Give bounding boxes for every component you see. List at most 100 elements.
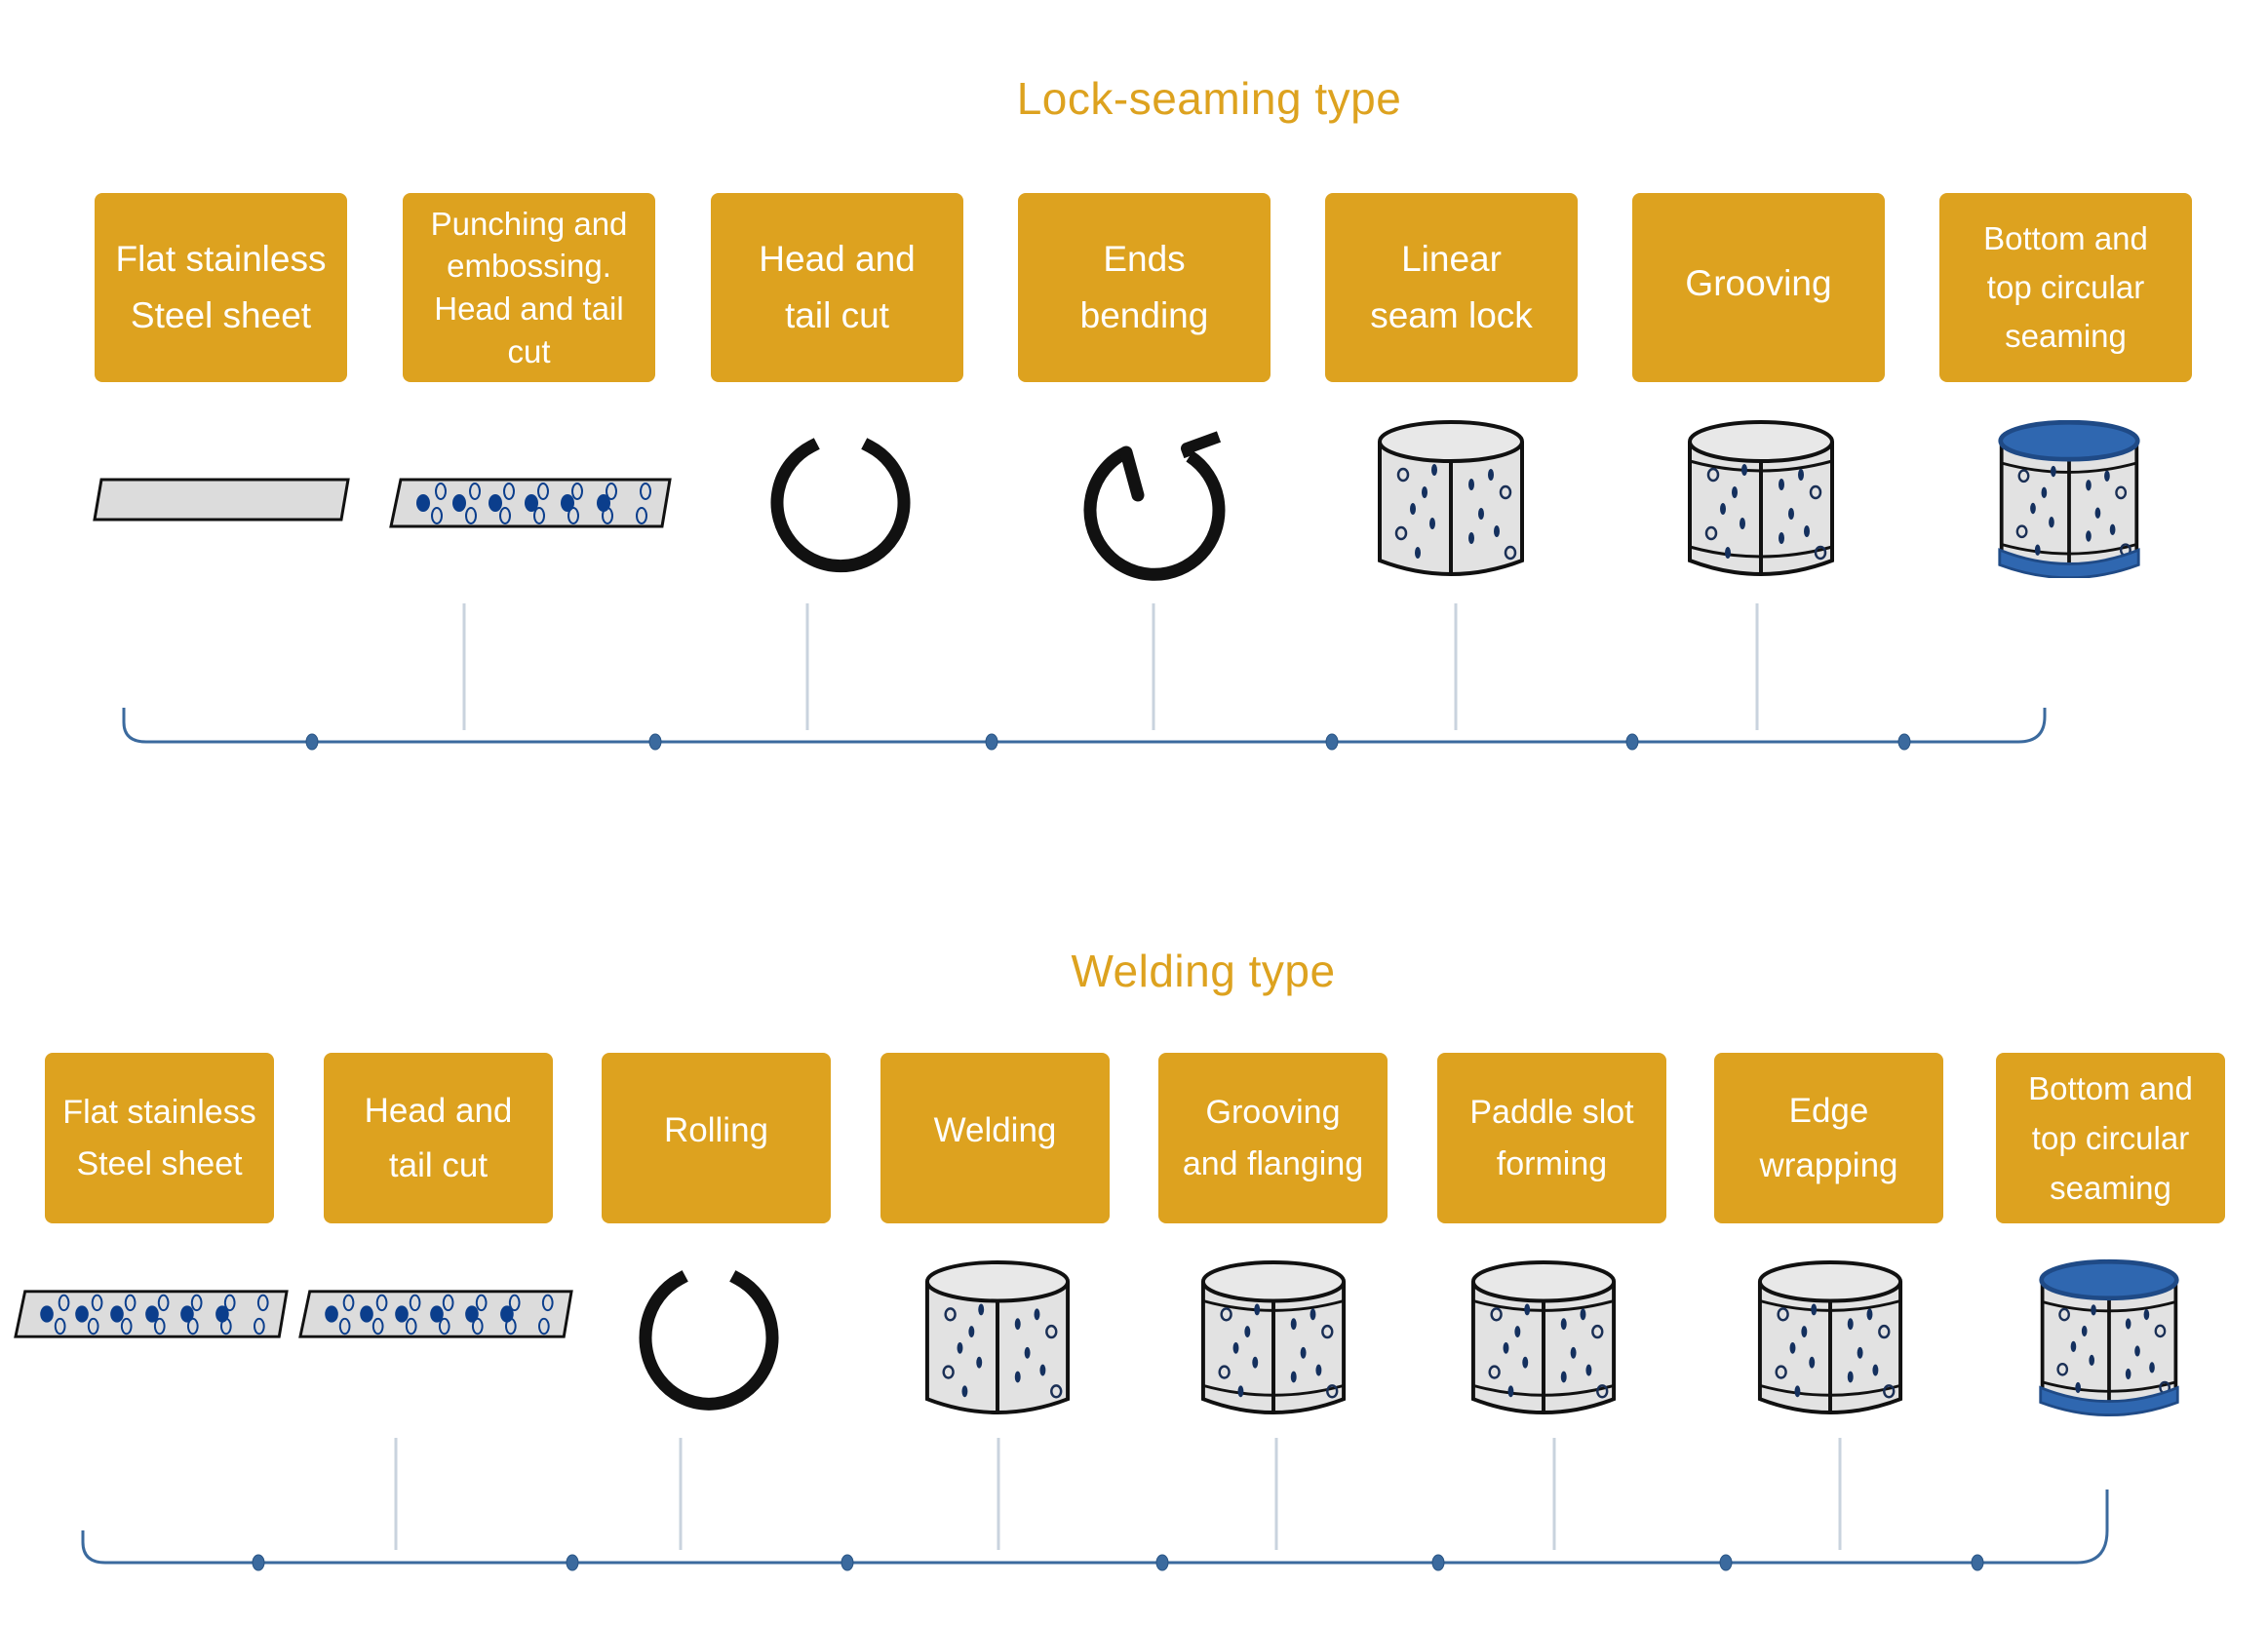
hole bbox=[1798, 469, 1804, 481]
hole bbox=[1490, 1307, 1503, 1322]
timeline-line bbox=[122, 708, 2047, 744]
step-box-ends-bending: Ends bending bbox=[1018, 193, 1271, 382]
hole bbox=[1252, 1356, 1259, 1369]
hole bbox=[1809, 1356, 1816, 1369]
timeline-dot bbox=[985, 733, 998, 751]
hole bbox=[2081, 1325, 2088, 1337]
timeline-dot bbox=[841, 1554, 854, 1571]
timeline-dot bbox=[1155, 1554, 1169, 1571]
hole bbox=[1039, 1364, 1046, 1376]
hole bbox=[1560, 1371, 1567, 1383]
hole bbox=[2134, 1345, 2140, 1357]
hole bbox=[1290, 1371, 1297, 1383]
hole bbox=[375, 1294, 388, 1312]
hole bbox=[1431, 464, 1437, 476]
hole bbox=[1220, 1307, 1232, 1322]
section-title: Welding type bbox=[1071, 946, 1336, 996]
timeline-dot bbox=[1897, 733, 1911, 751]
hole bbox=[957, 1341, 963, 1354]
hole bbox=[1801, 1326, 1808, 1338]
hole bbox=[2143, 1308, 2150, 1321]
step-label: Rolling bbox=[664, 1110, 768, 1149]
timeline-dot bbox=[1325, 733, 1339, 751]
step-label: Welding bbox=[933, 1110, 1057, 1149]
hole bbox=[409, 1294, 421, 1312]
section-title: Lock-seaming type bbox=[1016, 73, 1402, 124]
step-box-flat-sheet: Flat stainless Steel sheet bbox=[95, 193, 347, 382]
hole bbox=[1410, 503, 1416, 515]
step-box-paddle-slot: Paddle slot forming bbox=[1437, 1053, 1666, 1223]
hole bbox=[1478, 508, 1484, 520]
hole bbox=[469, 483, 481, 500]
open-ring-icon bbox=[770, 438, 911, 573]
hole bbox=[2091, 1304, 2096, 1316]
step-box-head-tail-cut: Head and tail cut bbox=[711, 193, 963, 382]
hole bbox=[2086, 530, 2092, 542]
hole bbox=[1585, 1364, 1592, 1376]
hole bbox=[452, 494, 466, 512]
hole bbox=[54, 1317, 66, 1335]
hole bbox=[636, 507, 647, 524]
hole bbox=[1488, 469, 1494, 481]
timeline-dot bbox=[252, 1554, 265, 1571]
step-box-head-tail-cut: Head and tail cut bbox=[324, 1053, 553, 1223]
cylinder-top bbox=[1470, 1260, 1617, 1303]
grooved-cylinder-icon bbox=[1688, 420, 1834, 576]
hole bbox=[1732, 486, 1738, 498]
hole bbox=[1014, 1371, 1021, 1383]
hole bbox=[1847, 1371, 1854, 1383]
hole bbox=[416, 494, 430, 512]
hole bbox=[1720, 503, 1726, 515]
hole bbox=[2094, 507, 2101, 519]
seamed-cylinder-icon bbox=[1378, 420, 1524, 576]
hole bbox=[602, 507, 613, 524]
hole bbox=[1857, 1346, 1863, 1359]
hole bbox=[1014, 1318, 1021, 1331]
hole bbox=[1045, 1324, 1058, 1339]
hole bbox=[1244, 1326, 1251, 1338]
hole bbox=[256, 1294, 269, 1312]
hole bbox=[1488, 1365, 1501, 1379]
hole bbox=[961, 1385, 968, 1398]
hole bbox=[180, 1305, 194, 1323]
hole bbox=[2058, 1307, 2070, 1322]
step-box-circular-seaming: Bottom and top circular seaming bbox=[1939, 193, 2192, 382]
hole bbox=[1326, 1384, 1339, 1399]
hole bbox=[1310, 1308, 1316, 1321]
hole bbox=[525, 494, 538, 512]
hole bbox=[1866, 1308, 1873, 1321]
timeline-dot bbox=[1719, 1554, 1733, 1571]
hole bbox=[1396, 467, 1410, 483]
hole bbox=[254, 1317, 265, 1335]
hole bbox=[2125, 1318, 2131, 1330]
hole bbox=[91, 1294, 103, 1312]
hole bbox=[186, 1317, 199, 1335]
step-label: Grooving bbox=[1685, 262, 1832, 303]
hole bbox=[1034, 1308, 1040, 1321]
hole bbox=[430, 1305, 444, 1323]
timeline-dot bbox=[1431, 1554, 1445, 1571]
seamed-cylinder-icon bbox=[924, 1260, 1071, 1414]
hole bbox=[533, 507, 545, 524]
step-label: Bottom and top circular seaming bbox=[1983, 219, 2148, 355]
step-box-circular-seaming: Bottom and top circular seaming bbox=[1996, 1053, 2225, 1223]
hole bbox=[1499, 484, 1512, 500]
hole bbox=[1468, 532, 1474, 544]
hole bbox=[1740, 518, 1745, 529]
timeline-dot bbox=[566, 1554, 579, 1571]
step-box-punching: Punching and embossing. Head and tail cu… bbox=[403, 193, 655, 382]
hole bbox=[1560, 1318, 1567, 1331]
step-label: Flat stainless Steel sheet bbox=[115, 238, 327, 335]
hole bbox=[2056, 1362, 2069, 1376]
hole bbox=[110, 1305, 124, 1323]
hole bbox=[1775, 1365, 1787, 1379]
hole bbox=[75, 1305, 89, 1323]
drum-lid bbox=[1998, 420, 2140, 462]
perforation-pattern bbox=[40, 1294, 269, 1335]
step-label: Bottom and top circular seaming bbox=[2028, 1069, 2193, 1207]
hole bbox=[1507, 1385, 1514, 1398]
hole bbox=[571, 483, 583, 500]
step-label: Punching and embossing. Head and tail cu… bbox=[430, 205, 628, 369]
flat-sheet-icon bbox=[93, 478, 350, 522]
hole bbox=[1468, 479, 1474, 490]
